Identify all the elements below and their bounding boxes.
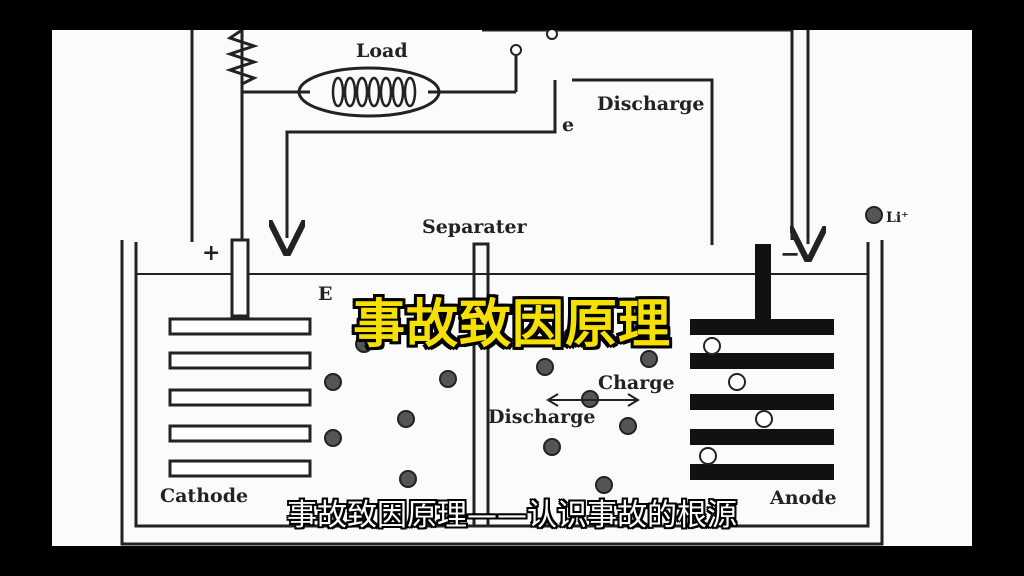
separator-label: Separater [422,216,528,238]
video-subtitle: 事故致因原理——认识事故的根源 [287,498,737,533]
electron-label: e [562,114,574,136]
charge-label: Charge [598,372,675,394]
intercalated-ions [699,337,773,465]
cathode-terminal [230,238,250,318]
lithium-ion-label: Li⁺ [886,210,909,226]
battery-container [120,240,884,546]
video-title-overlay: 事故致因原理 [352,295,671,355]
electrolyte-label: E [318,283,332,305]
load-coil-icon [297,66,441,118]
minus-label: − [780,239,800,268]
resistor-icon [225,30,259,86]
lithium-ion-legend-icon [865,206,883,224]
cathode-plates [168,317,312,478]
anode-terminal [755,244,771,324]
load-label: Load [356,40,408,62]
anode-plates [690,319,834,480]
circuit-wires [190,30,808,245]
cathode-label: Cathode [160,485,248,507]
battery-diagram: Load Discharge e Separater Li⁺ + − E Cat… [120,30,909,546]
discharge-mid-label: Discharge [488,406,595,428]
video-frame: Load Discharge e Separater Li⁺ + − E Cat… [52,30,972,546]
plus-label: + [202,240,220,266]
discharge-top-label: Discharge [597,93,704,115]
anode-label: Anode [769,487,837,509]
